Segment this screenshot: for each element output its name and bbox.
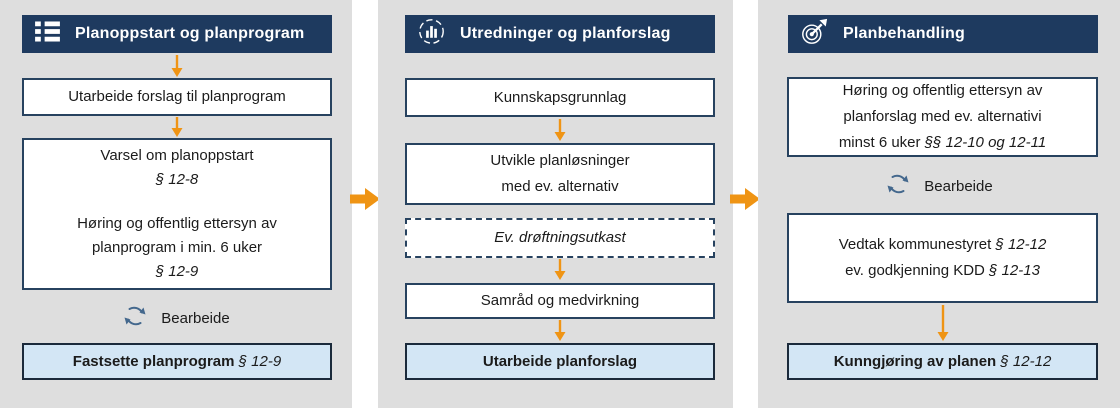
arrow-down-icon [552,320,568,347]
arrow-down-icon [169,117,185,143]
box-droeftningsutkast: Ev. drøftningsutkast [405,218,715,258]
header-utredninger: Utredninger og planforslag [405,15,715,53]
bar-chart-icon [418,18,445,50]
bearbeide-label: Bearbeide [161,309,230,327]
refresh-cycle-icon [122,303,148,333]
bearbeide-label: Bearbeide [924,177,993,195]
column-utredninger: Utredninger og planforslag Kunnskapsgrun… [378,0,733,408]
header-planbehandling: Planbehandling [788,15,1098,53]
box-varsel-hoering: Varsel om planoppstart § 12-8 Høring og … [22,138,332,290]
header-title: Planbehandling [843,25,965,42]
box-hoering-planforslag: Høring og offentlig ettersyn av planfors… [787,77,1098,157]
column-planbehandling: Planbehandling Høring og offentlig etter… [758,0,1120,408]
header-planoppstart: Planoppstart og planprogram [22,15,332,53]
bearbeide-row: Bearbeide [0,303,352,333]
arrow-down-icon [552,119,568,147]
arrow-down-icon [935,305,951,347]
box-kunngjoring-av-planen: Kunngjøring av planen § 12-12 [787,343,1098,380]
refresh-cycle-icon [885,171,911,201]
arrow-down-icon [169,55,185,83]
list-icon [35,21,60,47]
box-samraad-medvirkning: Samråd og medvirkning [405,283,715,319]
column-planoppstart: Planoppstart og planprogram Utarbeide fo… [0,0,352,408]
header-title: Planoppstart og planprogram [75,25,305,42]
arrow-right-icon [730,188,760,215]
box-fastsette-planprogram: Fastsette planprogram § 12-9 [22,343,332,380]
box-utarbeide-planforslag: Utarbeide planforslag [405,343,715,380]
target-dart-icon [801,18,828,50]
arrow-right-icon [350,188,380,215]
arrow-down-icon [552,259,568,286]
header-title: Utredninger og planforslag [460,25,671,42]
box-utarbeide-forslag: Utarbeide forslag til planprogram [22,78,332,116]
box-vedtak-kommunestyret: Vedtak kommunestyret § 12-12 ev. godkjen… [787,213,1098,303]
bearbeide-row: Bearbeide [758,171,1120,201]
box-utvikle-planlosninger: Utvikle planløsninger med ev. alternativ [405,143,715,205]
box-kunnskapsgrunnlag: Kunnskapsgrunnlag [405,78,715,117]
